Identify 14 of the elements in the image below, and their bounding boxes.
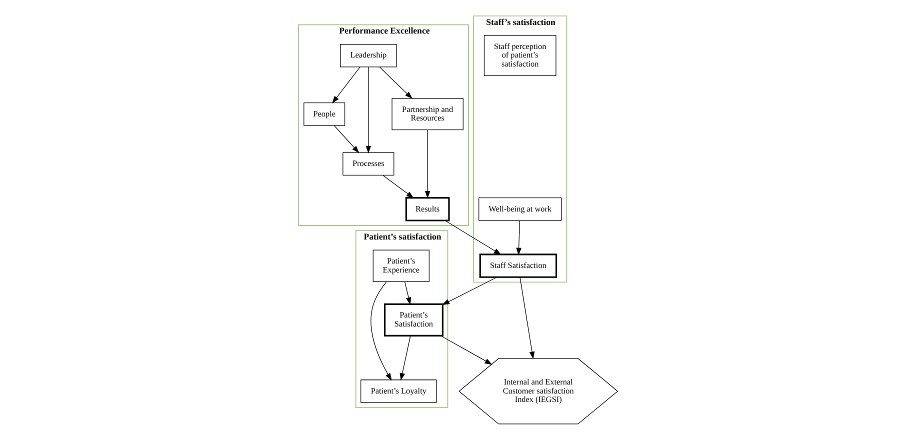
arrow — [382, 175, 414, 198]
arrow — [370, 281, 392, 381]
arrow — [333, 125, 359, 154]
arrow — [404, 281, 411, 305]
arrow — [441, 276, 497, 305]
arrow — [519, 276, 534, 360]
arrow — [365, 66, 371, 154]
arrow — [378, 66, 412, 99]
arrow — [440, 335, 492, 365]
arrow — [444, 220, 501, 255]
arrow — [399, 335, 410, 381]
arrow — [516, 220, 521, 256]
arrow — [424, 130, 430, 199]
arrow — [332, 66, 360, 104]
